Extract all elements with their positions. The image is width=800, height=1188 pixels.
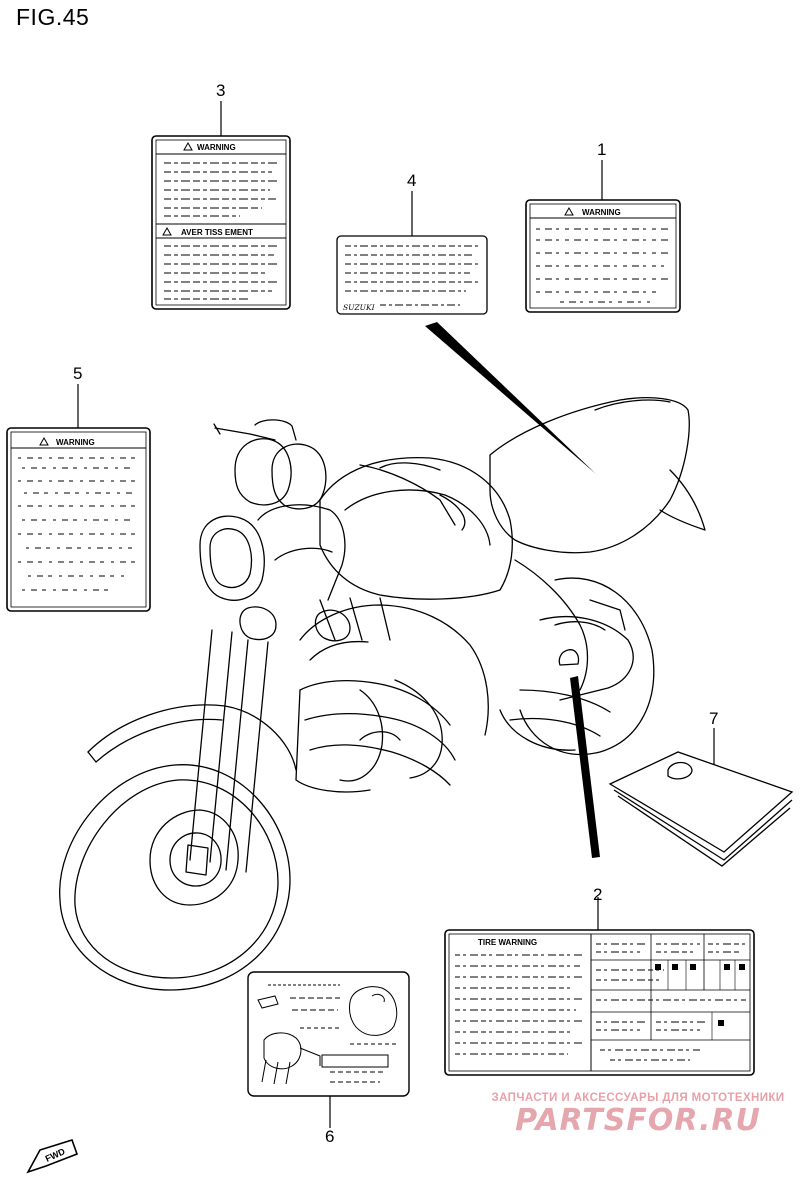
- pointer-to-frame: [570, 676, 600, 858]
- pointer-to-seat: [425, 322, 596, 474]
- tire-warning-text: TIRE WARNING: [478, 938, 537, 947]
- label-6-schematic-sticker[interactable]: [247, 971, 410, 1128]
- watermark-brand: PARTSFOR.RU: [515, 1103, 761, 1138]
- label-1-warning-sticker[interactable]: WARNING: [525, 160, 681, 313]
- brand-script-text: SUZUKI: [343, 303, 376, 312]
- motorcycle-illustration: [59, 397, 706, 991]
- watermark: ЗАПЧАСТИ И АКСЕССУАРЫ ДЛЯ МОТОТЕХНИКИ PA…: [488, 1092, 788, 1138]
- warning-triangle-icon: [564, 206, 574, 216]
- label-4-info-sticker[interactable]: SUZUKI: [336, 191, 488, 315]
- figure-title: FIG.45: [16, 4, 90, 30]
- callout-5: 5: [73, 364, 83, 383]
- warning-triangle-icon: [39, 436, 49, 446]
- callout-7: 7: [709, 709, 719, 728]
- callout-6: 6: [325, 1127, 335, 1146]
- callout-1: 1: [597, 140, 607, 159]
- callout-2: 2: [593, 885, 603, 904]
- label-3-warning-sticker[interactable]: WARNING AVER TISS EMENT: [151, 101, 291, 310]
- callout-3: 3: [216, 81, 226, 100]
- callout-4: 4: [407, 171, 417, 190]
- warning-triangle-icon: [183, 141, 193, 151]
- label-5-warning-text: WARNING: [56, 438, 95, 447]
- fwd-arrow-icon: FWD: [26, 1139, 79, 1174]
- warning-triangle-icon: [162, 226, 172, 236]
- label-1-warning-text: WARNING: [582, 208, 621, 217]
- watermark-tagline: ЗАПЧАСТИ И АКСЕССУАРЫ ДЛЯ МОТОТЕХНИКИ: [491, 1092, 785, 1104]
- label-7-manual-pouch[interactable]: [608, 728, 794, 867]
- label-3-avertissement-text: AVER TISS EMENT: [181, 228, 253, 237]
- label-2-tire-warning-sticker[interactable]: TIRE WARNING: [444, 897, 755, 1076]
- label-5-warning-sticker[interactable]: WARNING: [6, 384, 151, 612]
- label-3-warning-text: WARNING: [197, 143, 236, 152]
